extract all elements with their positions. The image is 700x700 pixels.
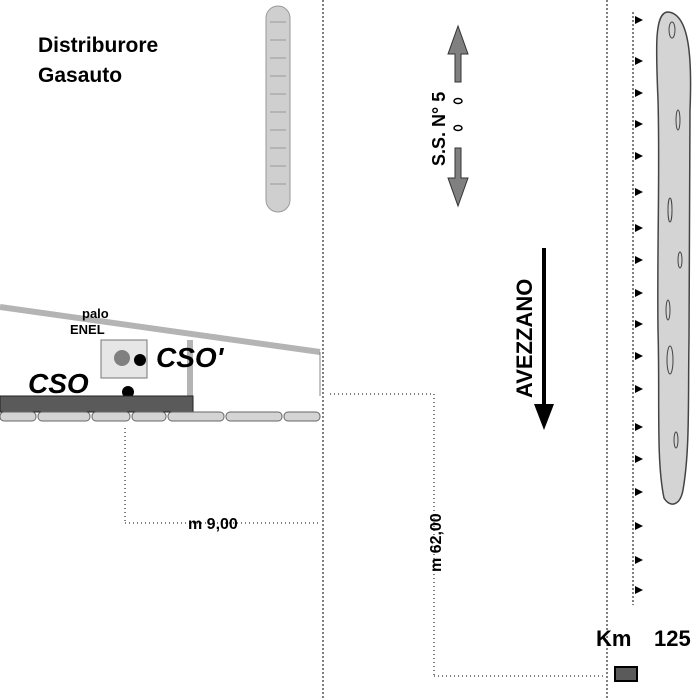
station-canopy bbox=[0, 304, 321, 398]
distance-horizontal-label: m 9,00 bbox=[188, 516, 238, 533]
km-value: 125 bbox=[654, 626, 691, 651]
road-name-label: S.S. N° 5 bbox=[429, 92, 449, 166]
dimension-vertical bbox=[330, 393, 606, 677]
cso-point bbox=[122, 386, 134, 398]
dimension-horizontal bbox=[124, 428, 320, 524]
cso-prime-point bbox=[134, 354, 146, 366]
curb-strip bbox=[0, 411, 321, 422]
station-title-line2: Gasauto bbox=[38, 64, 122, 87]
km-label: Km bbox=[596, 626, 631, 651]
road-marks bbox=[453, 97, 463, 132]
station-pad bbox=[0, 395, 194, 413]
direction-arrow-icon bbox=[534, 248, 554, 430]
pole-label-line2: ENEL bbox=[70, 322, 105, 337]
distance-vertical-label: m 62,00 bbox=[428, 513, 445, 572]
arrow-up-icon bbox=[447, 24, 469, 83]
pole-label-line1: palo bbox=[82, 306, 109, 321]
direction-label: AVEZZANO bbox=[512, 279, 537, 398]
cso-prime-label: CSO' bbox=[156, 342, 225, 373]
cso-label: CSO bbox=[28, 368, 89, 399]
arrow-down-icon bbox=[447, 147, 469, 208]
traffic-island bbox=[655, 11, 692, 505]
km-marker-icon bbox=[614, 666, 638, 682]
hatched-strip bbox=[265, 5, 291, 213]
km-marker-line bbox=[632, 12, 643, 605]
station-title-line1: Distriburore bbox=[38, 34, 158, 57]
